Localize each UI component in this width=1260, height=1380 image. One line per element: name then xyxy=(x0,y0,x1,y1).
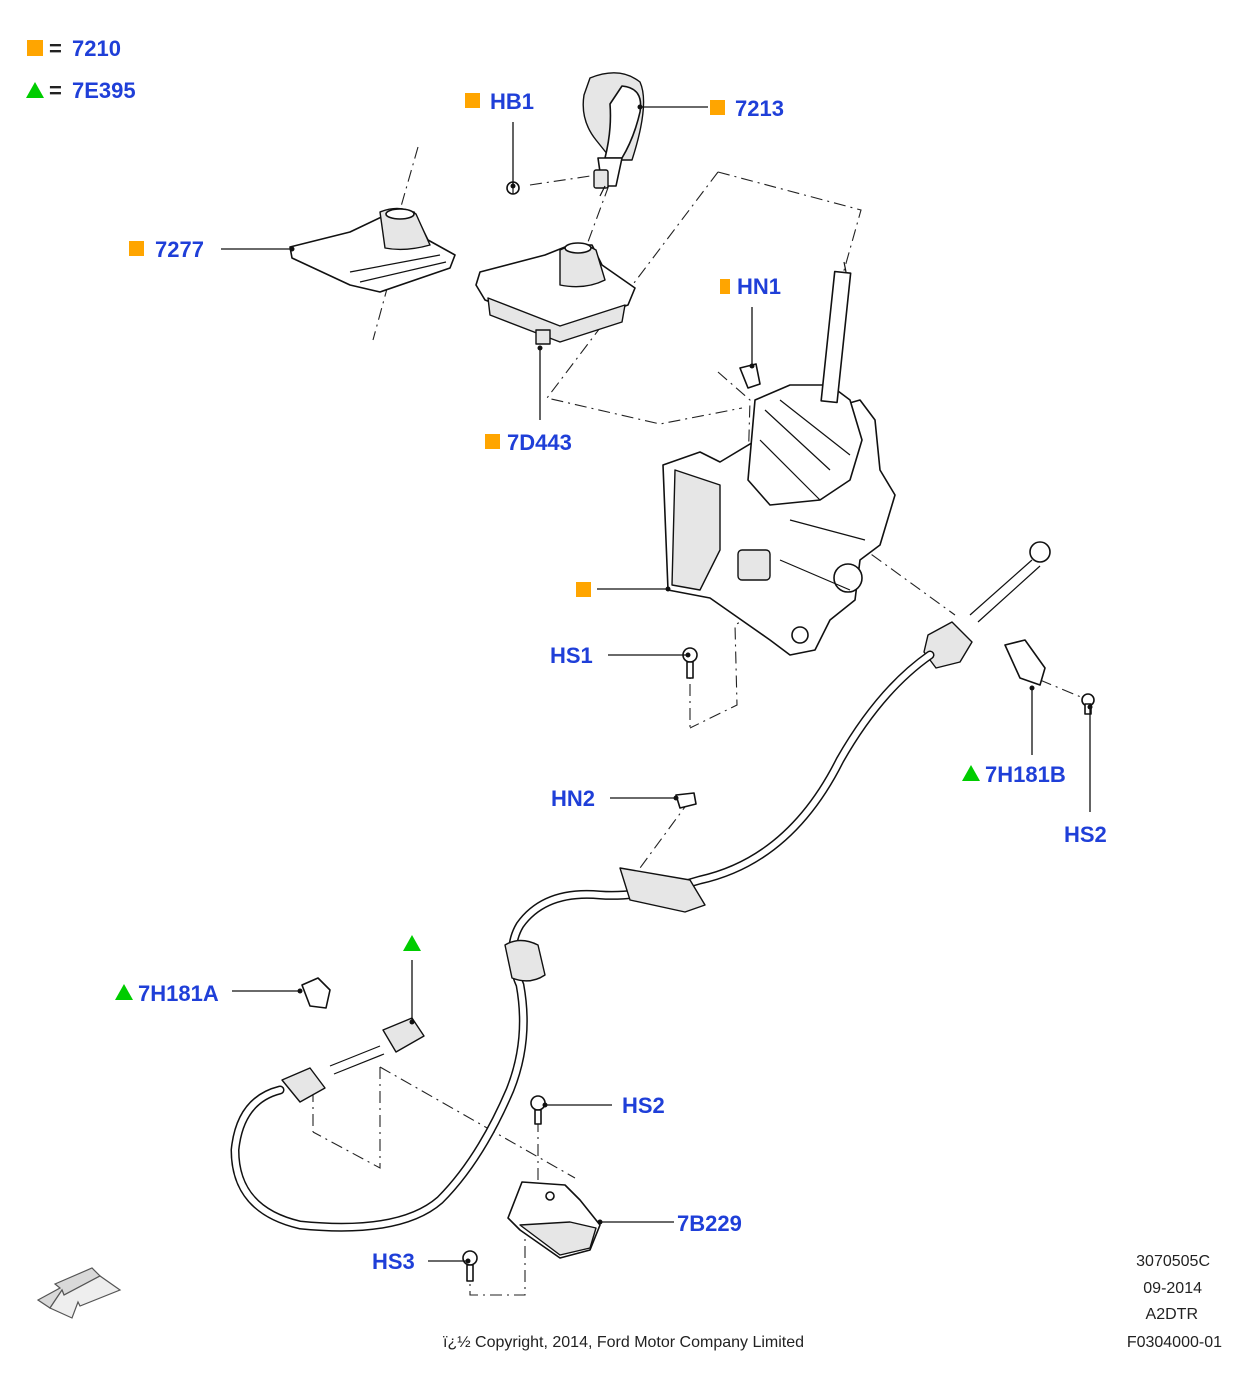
label-7h181b: 7H181B xyxy=(985,762,1066,787)
label-7b229: 7B229 xyxy=(677,1211,742,1236)
direction-arrow-icon xyxy=(36,1267,122,1319)
label-hn1: HN1 xyxy=(737,274,781,299)
orange-square-icon xyxy=(720,279,730,294)
legend-code-7210: 7210 xyxy=(72,36,121,61)
bolt-hs3 xyxy=(462,1250,478,1282)
leader-dots xyxy=(289,104,1093,1264)
orange-square-icon xyxy=(485,434,500,449)
cable-end-lower xyxy=(281,1017,425,1103)
shifter-mechanism xyxy=(662,261,896,656)
label-7213: 7213 xyxy=(735,96,784,121)
footer-ref: 3070505C xyxy=(1136,1253,1210,1270)
clip-hn2 xyxy=(675,792,697,809)
leader-lines xyxy=(221,106,1091,1262)
clip-7h181a xyxy=(301,977,331,1009)
shift-bezel-7d443 xyxy=(475,242,636,345)
clip-hn1 xyxy=(739,363,761,389)
shift-boot-7277 xyxy=(289,207,456,293)
green-triangle-icon xyxy=(115,984,133,1000)
orange-square-icon xyxy=(129,241,144,256)
legend-eq-1: = xyxy=(49,36,62,61)
label-hs3: HS3 xyxy=(372,1249,415,1274)
orange-square-icon xyxy=(465,93,480,108)
label-7d443: 7D443 xyxy=(507,430,572,455)
label-7277: 7277 xyxy=(155,237,204,262)
bolt-hs2-lower xyxy=(530,1095,546,1125)
footer-figure: F0304000-01 xyxy=(1127,1334,1222,1351)
green-triangle-icon xyxy=(962,765,980,781)
bolt-hs1 xyxy=(682,647,698,679)
assembly-lines xyxy=(312,146,1089,1296)
legend-code-7e395: 7E395 xyxy=(72,78,136,103)
label-hb1: HB1 xyxy=(490,89,534,114)
green-triangle-icon xyxy=(26,82,44,98)
footer: 3070505C 09-2014 A2DTR F0304000-01 ï¿½ C… xyxy=(443,1253,1222,1351)
label-hs1: HS1 xyxy=(550,643,593,668)
shift-knob xyxy=(582,72,645,197)
label-hn2: HN2 xyxy=(551,786,595,811)
legend-eq-2: = xyxy=(49,78,62,103)
green-triangle-icon xyxy=(403,935,421,951)
legend: = 7210 = 7E395 xyxy=(26,36,136,103)
footer-code: A2DTR xyxy=(1146,1306,1198,1323)
orange-square-icon xyxy=(576,582,591,597)
shift-cable xyxy=(230,650,935,1232)
label-hs2-lower: HS2 xyxy=(622,1093,665,1118)
part-labels: HB1 7213 7277 HN1 7D443 HS1 7H181B HS2 H… xyxy=(115,89,1107,1274)
footer-date: 09-2014 xyxy=(1143,1280,1202,1297)
footer-copyright: ï¿½ Copyright, 2014, Ford Motor Company … xyxy=(443,1334,804,1351)
label-7h181a: 7H181A xyxy=(138,981,219,1006)
bracket-7b229 xyxy=(507,1181,601,1259)
label-hs2-upper: HS2 xyxy=(1064,822,1107,847)
orange-square-icon xyxy=(710,100,725,115)
cable-end-upper xyxy=(923,541,1095,715)
orange-square-icon xyxy=(27,40,43,56)
